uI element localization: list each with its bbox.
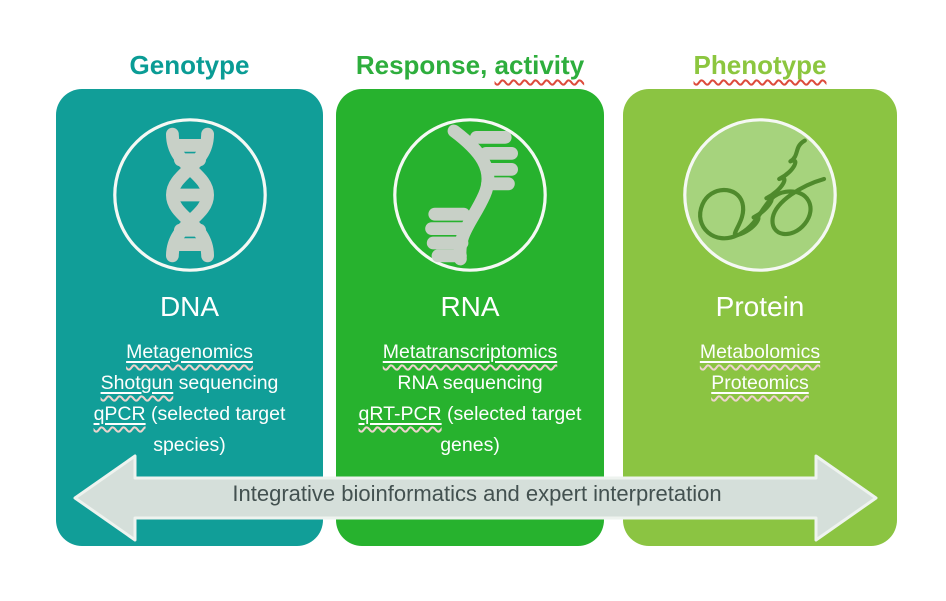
- item-qrt-pcr: qRT-PCR: [358, 403, 442, 425]
- molecule-label-rna: RNA: [440, 291, 500, 322]
- item-rna-sequencing: RNA sequencing: [397, 372, 543, 394]
- item-rest: (selected target species): [145, 403, 286, 456]
- list-item: qRT-PCR (selected target genes): [348, 399, 592, 461]
- header-genotype: Genotype: [56, 48, 323, 82]
- integrative-arrow-label: Integrative bioinformatics and expert in…: [232, 481, 722, 506]
- item-metatranscriptomics: Metatranscriptomics: [382, 341, 558, 363]
- molecule-label-dna: DNA: [159, 291, 220, 322]
- panel-response-activity: RNA Metatranscriptomics RNA sequencing q…: [336, 89, 604, 546]
- item-rest: sequencing: [173, 372, 279, 394]
- item-rest: (selected target genes): [440, 403, 582, 456]
- protein-icon-wrap: [680, 115, 840, 275]
- list-item: Metagenomics: [68, 337, 311, 368]
- header-phenotype: Phenotype: [623, 48, 897, 82]
- list-item: RNA sequencing: [348, 368, 592, 399]
- protein-fold-icon: [683, 118, 837, 272]
- list-item: Proteomics: [635, 368, 885, 399]
- panel-phenotype: Protein Metabolomics Proteomics: [623, 89, 897, 546]
- method-list-genotype: Metagenomics Shotgun sequencing qPCR (se…: [56, 337, 323, 461]
- header-genotype-text: Genotype: [129, 50, 250, 80]
- list-item: Metabolomics: [635, 337, 885, 368]
- header-response-activity: Response, activity: [336, 48, 604, 82]
- list-item: Shotgun sequencing: [68, 368, 311, 399]
- rna-icon-wrap: [390, 115, 550, 275]
- double-arrow-icon: [73, 454, 878, 542]
- item-qpcr: qPCR: [93, 403, 146, 425]
- panel-genotype: DNA Metagenomics Shotgun sequencing qPCR…: [56, 89, 323, 546]
- list-item: Metatranscriptomics: [348, 337, 592, 368]
- header-response-text: Response,: [355, 50, 495, 80]
- item-metabolomics: Metabolomics: [699, 341, 821, 363]
- dna-icon-wrap: [110, 115, 270, 275]
- item-shotgun: Shotgun: [100, 372, 174, 394]
- method-list-phenotype: Metabolomics Proteomics: [623, 337, 897, 399]
- method-list-response: Metatranscriptomics RNA sequencing qRT-P…: [336, 337, 604, 461]
- header-phenotype-squiggled: Phenotype: [693, 50, 827, 80]
- rna-strand-icon: [393, 118, 547, 272]
- item-proteomics: Proteomics: [711, 372, 809, 394]
- molecule-label-protein: Protein: [715, 291, 805, 322]
- dna-helix-icon: [112, 118, 267, 272]
- header-activity-squiggled: activity: [494, 50, 585, 80]
- item-metagenomics: Metagenomics: [126, 341, 253, 363]
- list-item: qPCR (selected target species): [68, 399, 311, 461]
